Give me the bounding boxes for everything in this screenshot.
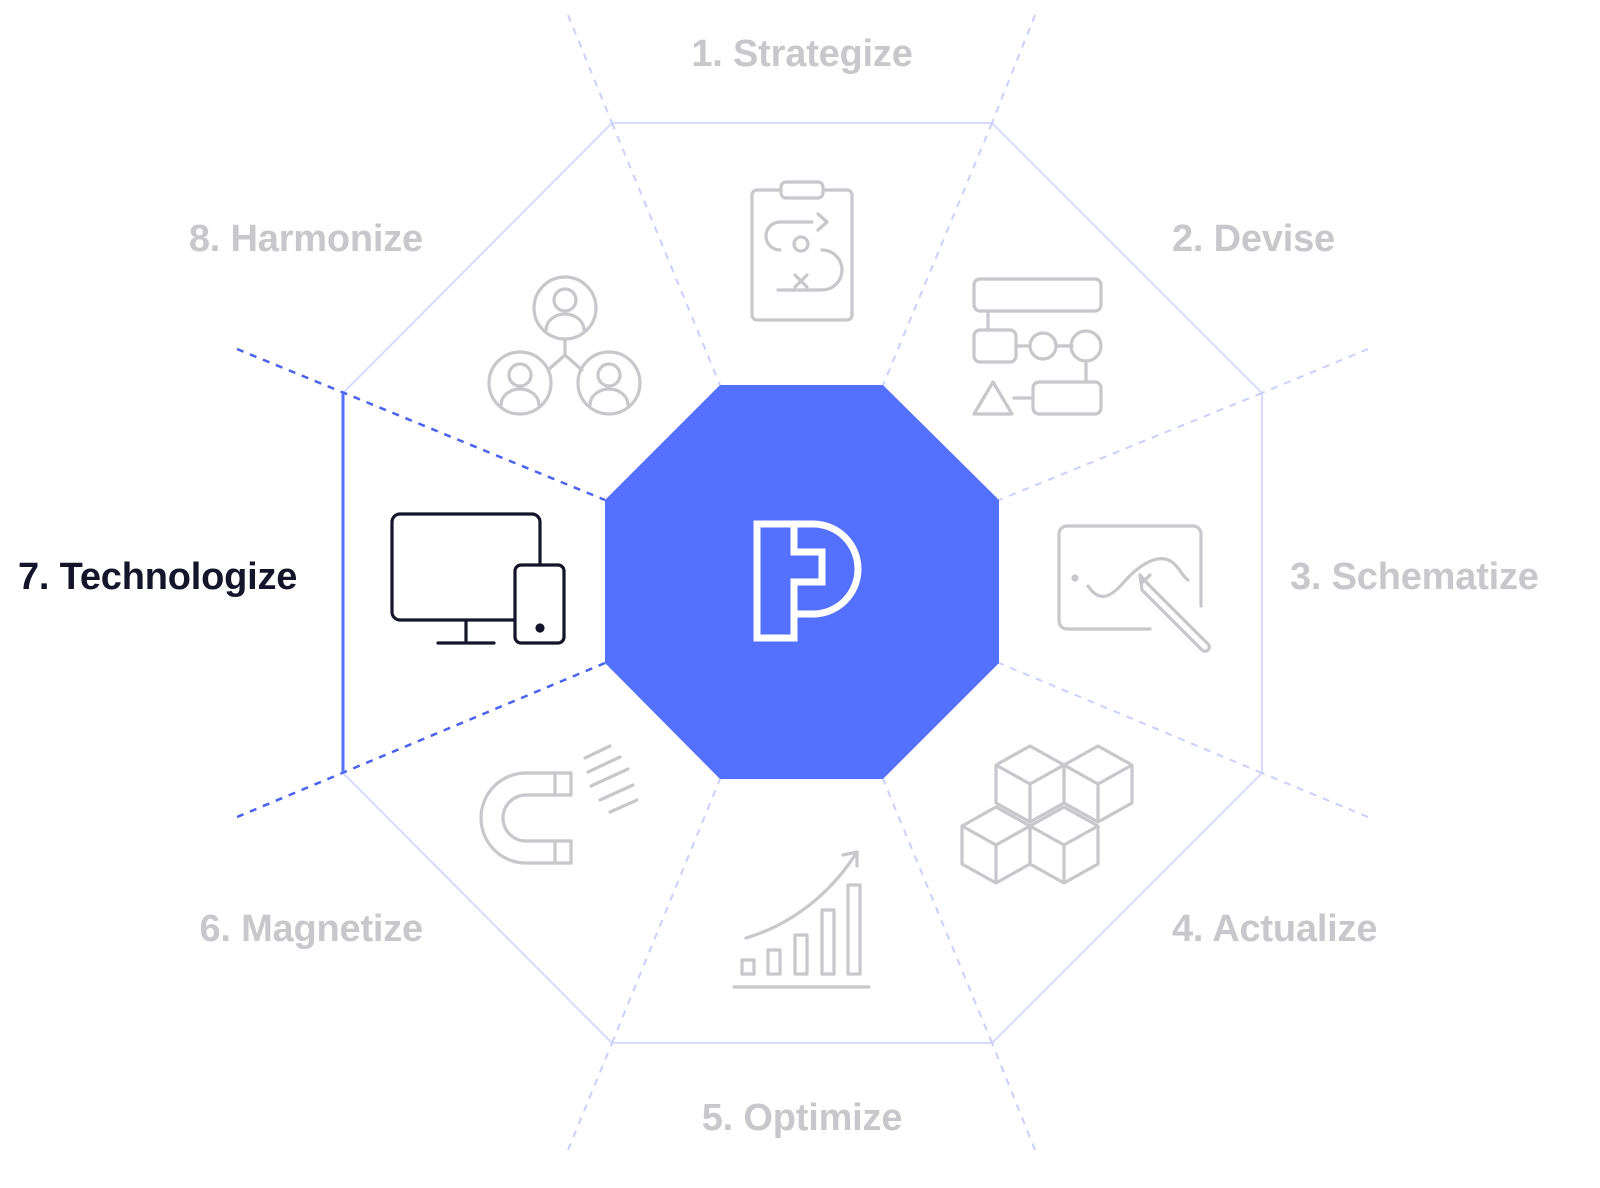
step-label-harmonize: 8. Harmonize bbox=[188, 218, 423, 260]
divider-8-1-outer bbox=[567, 14, 613, 124]
step-label-devise: 2. Devise bbox=[1172, 218, 1335, 260]
divider-7-8-active bbox=[236, 347, 606, 502]
magnet-icon bbox=[479, 744, 639, 865]
divider-3-4-outer bbox=[1261, 772, 1369, 818]
divider-4-5-inner bbox=[882, 778, 993, 1044]
devices-icon bbox=[390, 512, 566, 645]
divider-1-2-inner bbox=[882, 122, 993, 386]
team-network-icon bbox=[487, 275, 642, 416]
step-label-strategize: 1. Strategize bbox=[691, 33, 913, 75]
strategy-clipboard-icon bbox=[750, 180, 854, 322]
divider-2-3-outer bbox=[1261, 348, 1369, 394]
step-label-magnetize: 6. Magnetize bbox=[199, 908, 423, 950]
divider-3-4-inner bbox=[998, 662, 1263, 774]
step-label-optimize: 5. Optimize bbox=[701, 1097, 903, 1139]
divider-5-6-inner bbox=[611, 778, 721, 1044]
divider-5-6-outer bbox=[567, 1042, 613, 1151]
divider-8-1-inner bbox=[611, 122, 721, 386]
step-label-technologize: 7. Technologize bbox=[18, 556, 298, 598]
section-dividers bbox=[567, 14, 1369, 1151]
flowchart-icon bbox=[972, 277, 1103, 416]
building-blocks-icon bbox=[960, 744, 1134, 885]
divider-6-7-active bbox=[236, 661, 606, 819]
divider-4-5-outer bbox=[991, 1042, 1036, 1151]
step-label-actualize: 4. Actualize bbox=[1172, 908, 1378, 950]
active-section-dividers bbox=[236, 347, 606, 819]
p-logo-icon bbox=[753, 520, 862, 642]
step-label-schematize: 3. Schematize bbox=[1290, 556, 1539, 598]
growth-chart-icon bbox=[732, 850, 871, 989]
drawing-tablet-icon bbox=[1057, 524, 1211, 653]
divider-2-3-inner bbox=[998, 392, 1263, 501]
divider-1-2-outer bbox=[991, 14, 1036, 124]
